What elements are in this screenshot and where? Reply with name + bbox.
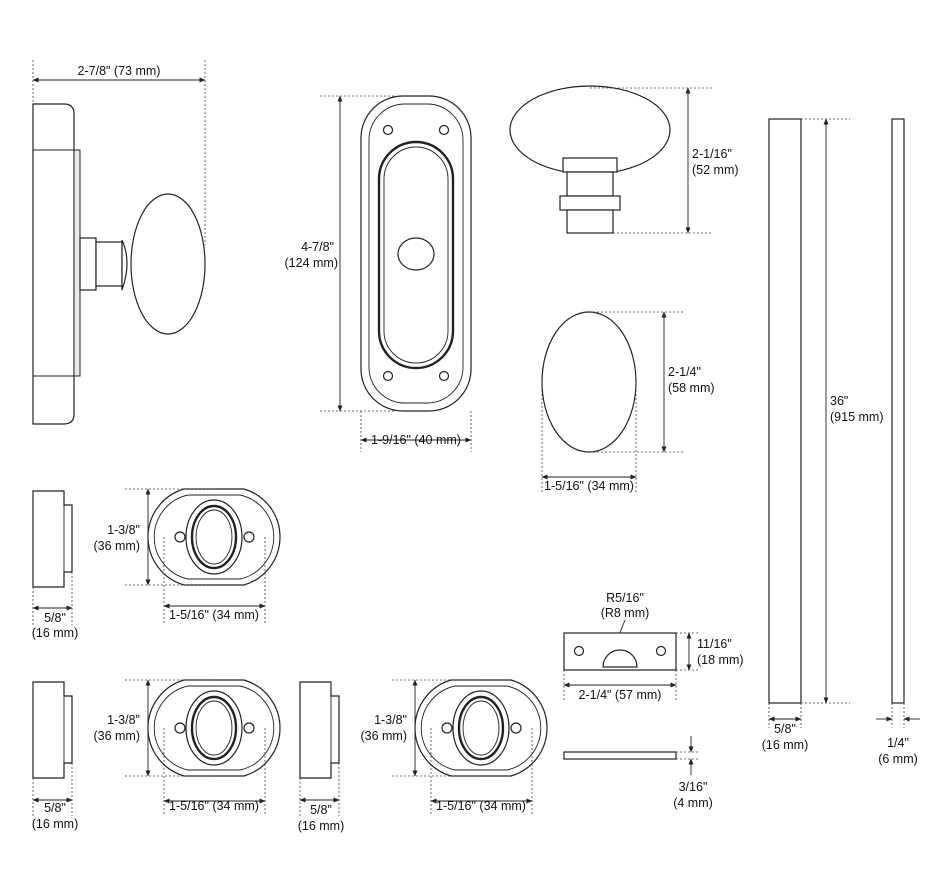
rose-set-1: 5/8" (16 mm) 1-3/8" (36 mm) 1-5/16" (34 …	[32, 488, 281, 640]
dim-knob-side-in: 2-1/16"	[692, 147, 732, 161]
side-view-assembly: 2-7/8" (73 mm)	[32, 60, 206, 425]
dim-strike-thk-mm: (4 mm)	[673, 796, 713, 810]
dim-rail-w-mm: (16 mm)	[762, 738, 809, 752]
dim-knob-side-mm: (52 mm)	[692, 163, 739, 177]
dim-knob-front-h-mm: (58 mm)	[668, 381, 715, 395]
dim-knob-front-w: 1-5/16" (34 mm)	[544, 479, 634, 493]
dim-rail-len-in: 36"	[830, 394, 848, 408]
dim-plate-height-mm: (124 mm)	[285, 256, 338, 270]
dim-rose3-w: 1-5/16" (34 mm)	[436, 799, 526, 813]
dim-rose1-h-in: 1-3/8"	[107, 523, 140, 537]
front-plate: 4-7/8" (124 mm) 1-9/16" (40 mm)	[285, 95, 472, 452]
dim-plate-height-in: 4-7/8"	[301, 240, 334, 254]
strike-plate: R5/16" (R8 mm) 11/16" (18 mm) 2-1/4" (57…	[563, 591, 744, 810]
spindle-rail: 36" (915 mm) 5/8" (16 mm)	[762, 118, 883, 752]
rose-set-3: 5/8" (16 mm) 1-3/8" (36 mm) 1-5/16" (34 …	[298, 679, 548, 833]
dim-rail-len-mm: (915 mm)	[830, 410, 883, 424]
dim-knob-front-h-in: 2-1/4"	[668, 365, 701, 379]
dim-strike-h-mm: (18 mm)	[697, 653, 744, 667]
dim-rose1-depth-mm: (16 mm)	[32, 626, 79, 640]
knob-side-view: 2-1/16" (52 mm)	[509, 85, 739, 234]
dim-rose1-depth-in: 5/8"	[44, 611, 66, 625]
dim-rod-w-mm: (6 mm)	[878, 752, 918, 766]
dim-strike-radius-in: R5/16"	[606, 591, 644, 605]
dim-plate-width: 1-9/16" (40 mm)	[371, 433, 461, 447]
dim-strike-w: 2-1/4" (57 mm)	[579, 688, 662, 702]
dim-rose3-h-in: 1-3/8"	[374, 713, 407, 727]
dim-rose2-h-mm: (36 mm)	[93, 729, 140, 743]
dim-strike-radius-mm: (R8 mm)	[601, 606, 650, 620]
spindle-rod: 1/4" (6 mm)	[876, 118, 920, 766]
dim-rose3-depth-in: 5/8"	[310, 803, 332, 817]
dim-rose3-depth-mm: (16 mm)	[298, 819, 345, 833]
dim-rose2-depth-mm: (16 mm)	[32, 817, 79, 831]
dim-rod-w-in: 1/4"	[887, 736, 909, 750]
dim-rail-w-in: 5/8"	[774, 722, 796, 736]
dim-strike-thk-in: 3/16"	[679, 780, 708, 794]
dim-rose2-h-in: 1-3/8"	[107, 713, 140, 727]
dim-rose2-depth-in: 5/8"	[44, 801, 66, 815]
dim-strike-h-in: 11/16"	[697, 637, 732, 651]
knob-front-view: 2-1/4" (58 mm) 1-5/16" (34 mm)	[541, 311, 715, 493]
rose-set-2: 5/8" (16 mm) 1-3/8" (36 mm) 1-5/16" (34 …	[32, 679, 281, 831]
dim-rose1-h-mm: (36 mm)	[93, 539, 140, 553]
dim-rose3-h-mm: (36 mm)	[360, 729, 407, 743]
dim-rose2-w: 1-5/16" (34 mm)	[169, 799, 259, 813]
dim-mount-width: 2-7/8" (73 mm)	[78, 64, 161, 78]
dim-rose1-w: 1-5/16" (34 mm)	[169, 608, 259, 622]
